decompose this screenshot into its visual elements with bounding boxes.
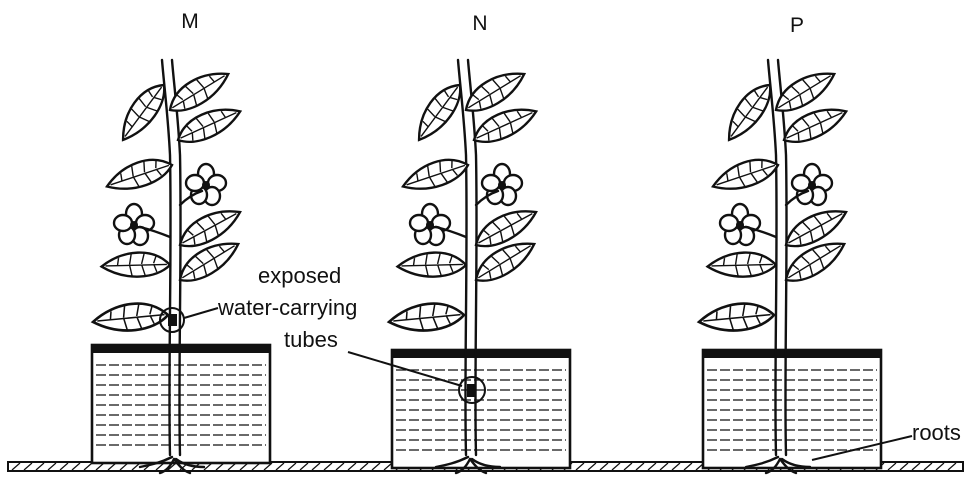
callout-exposed: exposed bbox=[258, 263, 341, 288]
pointer-m bbox=[184, 308, 218, 318]
plant-label-m: M bbox=[181, 10, 199, 33]
callout-water-carrying: water-carrying bbox=[217, 295, 357, 320]
plant-p: P bbox=[697, 14, 881, 473]
jar-n bbox=[392, 350, 570, 468]
plant-label-n: N bbox=[472, 12, 487, 35]
plant-label-p: P bbox=[790, 14, 804, 37]
callout-tubes: tubes bbox=[284, 327, 338, 352]
plant-m: M bbox=[91, 10, 270, 473]
callout-roots: roots bbox=[912, 420, 961, 445]
plant-n: N bbox=[387, 12, 570, 473]
